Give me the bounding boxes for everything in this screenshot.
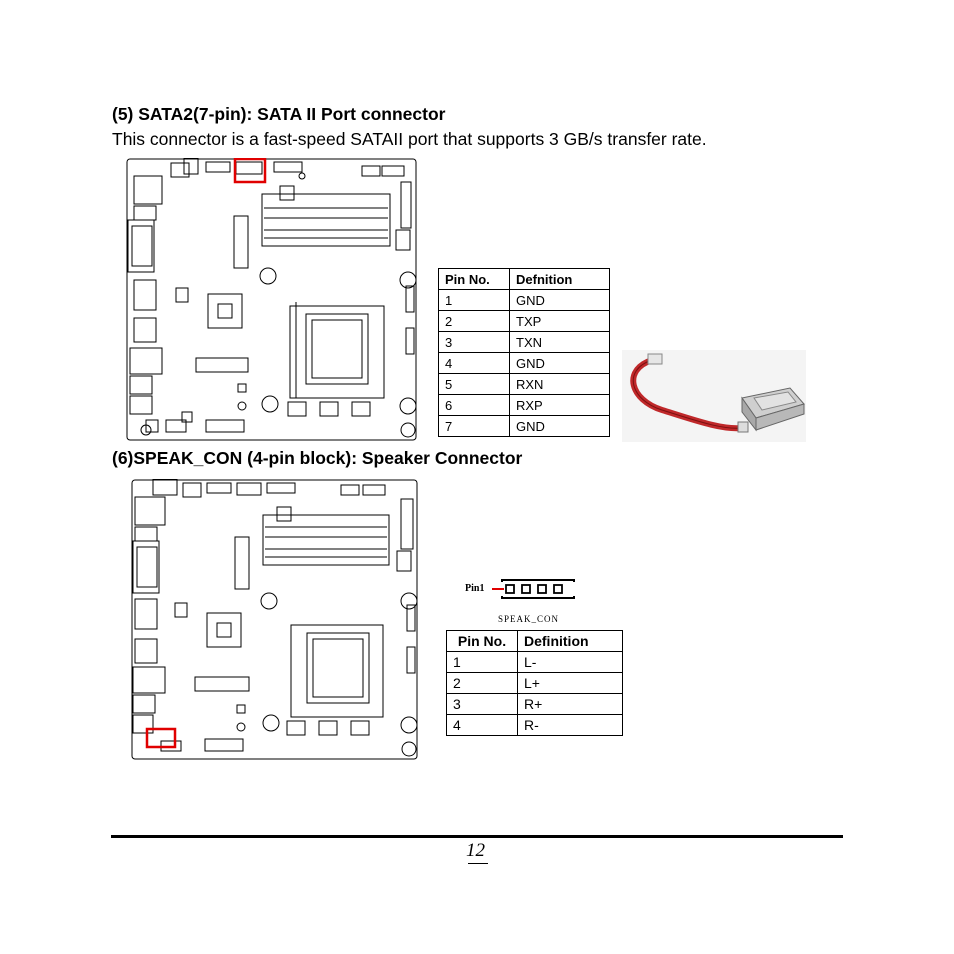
sata-cable-illustration bbox=[622, 350, 806, 442]
header-definition: Defnition bbox=[509, 268, 610, 290]
section5-description: This connector is a fast-speed SATAII po… bbox=[112, 129, 707, 149]
speaker-connector-diagram bbox=[492, 579, 575, 599]
speak-con-label: SPEAK_CON bbox=[498, 614, 560, 624]
table-header-row: Pin No. Defnition bbox=[438, 268, 610, 290]
page-number: 12 bbox=[466, 840, 485, 861]
motherboard-diagram-sata bbox=[126, 158, 417, 441]
table-header-row: Pin No. Definition bbox=[446, 630, 623, 652]
header-pin-no: Pin No. bbox=[446, 630, 518, 652]
header-definition: Definition bbox=[517, 630, 623, 652]
header-pin-no: Pin No. bbox=[438, 268, 510, 290]
section6-heading: (6)SPEAK_CON (4-pin block): Speaker Conn… bbox=[112, 448, 523, 468]
pin1-label: Pin1 bbox=[465, 583, 485, 594]
motherboard-diagram-speaker bbox=[131, 479, 418, 760]
page-number-underline bbox=[468, 863, 488, 864]
footer-divider bbox=[111, 835, 843, 838]
section5-heading: (5) SATA2(7-pin): SATA II Port connector bbox=[112, 104, 446, 124]
